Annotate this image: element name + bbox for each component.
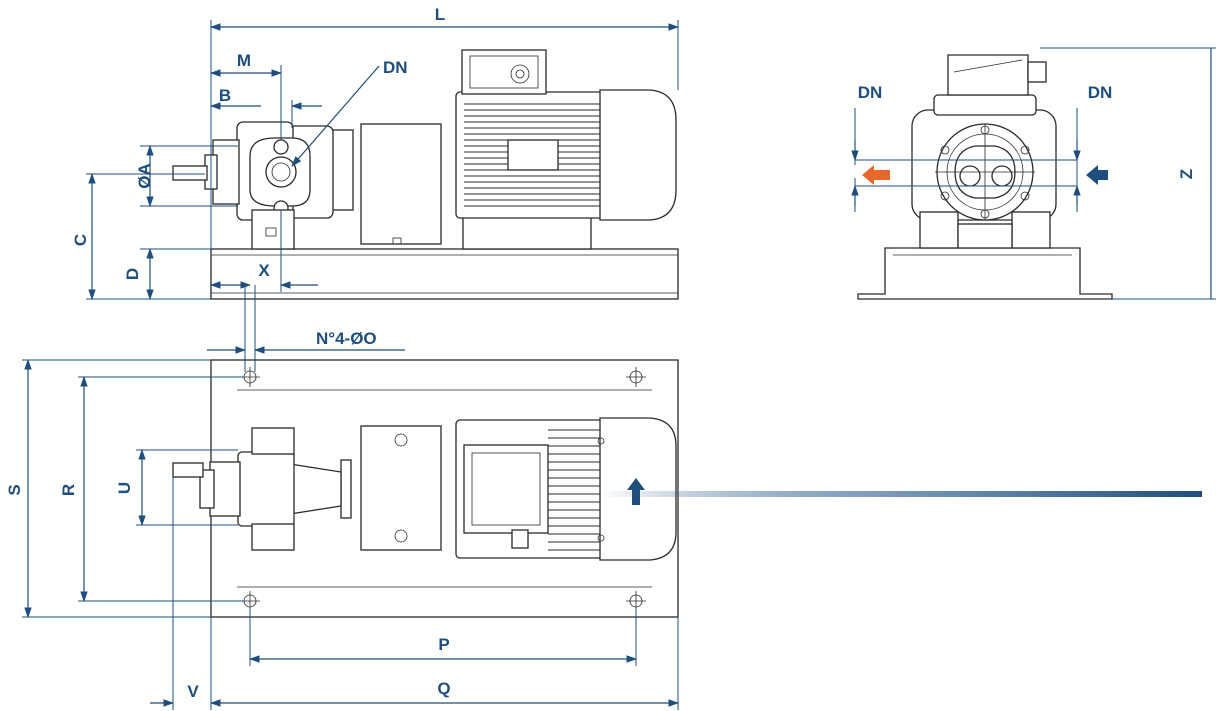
mounting-hole (626, 367, 646, 387)
label-P: P (438, 635, 449, 654)
label-DN-side: DN (383, 58, 408, 77)
motor-fins-top (548, 429, 600, 551)
label-S: S (5, 484, 24, 495)
label-DN-front-right: DN (1088, 83, 1113, 102)
top-view (172, 359, 679, 618)
label-O: N°4-ØO (316, 329, 377, 348)
label-U: U (115, 482, 134, 494)
outlet-arrow-icon (862, 165, 890, 185)
dimension-labels: L M DN B ØA C D X N°4-ØO DN DN Z S R U P… (5, 5, 1196, 701)
inlet-arrow-icon (1086, 165, 1108, 185)
label-D: D (123, 268, 142, 280)
label-X: X (258, 261, 270, 280)
label-B: B (219, 86, 231, 105)
label-R: R (59, 484, 78, 496)
label-C: C (71, 234, 90, 246)
dimension-lines (22, 20, 1216, 710)
label-L: L (435, 5, 445, 24)
label-V: V (187, 682, 199, 701)
label-Z: Z (1177, 169, 1196, 179)
label-DN-front-left: DN (858, 83, 883, 102)
motor-shaft-axis (600, 491, 1202, 497)
front-view (857, 54, 1113, 300)
label-M: M (237, 51, 251, 70)
side-view (172, 49, 679, 300)
label-A: ØA (135, 163, 154, 189)
label-Q: Q (437, 679, 450, 698)
